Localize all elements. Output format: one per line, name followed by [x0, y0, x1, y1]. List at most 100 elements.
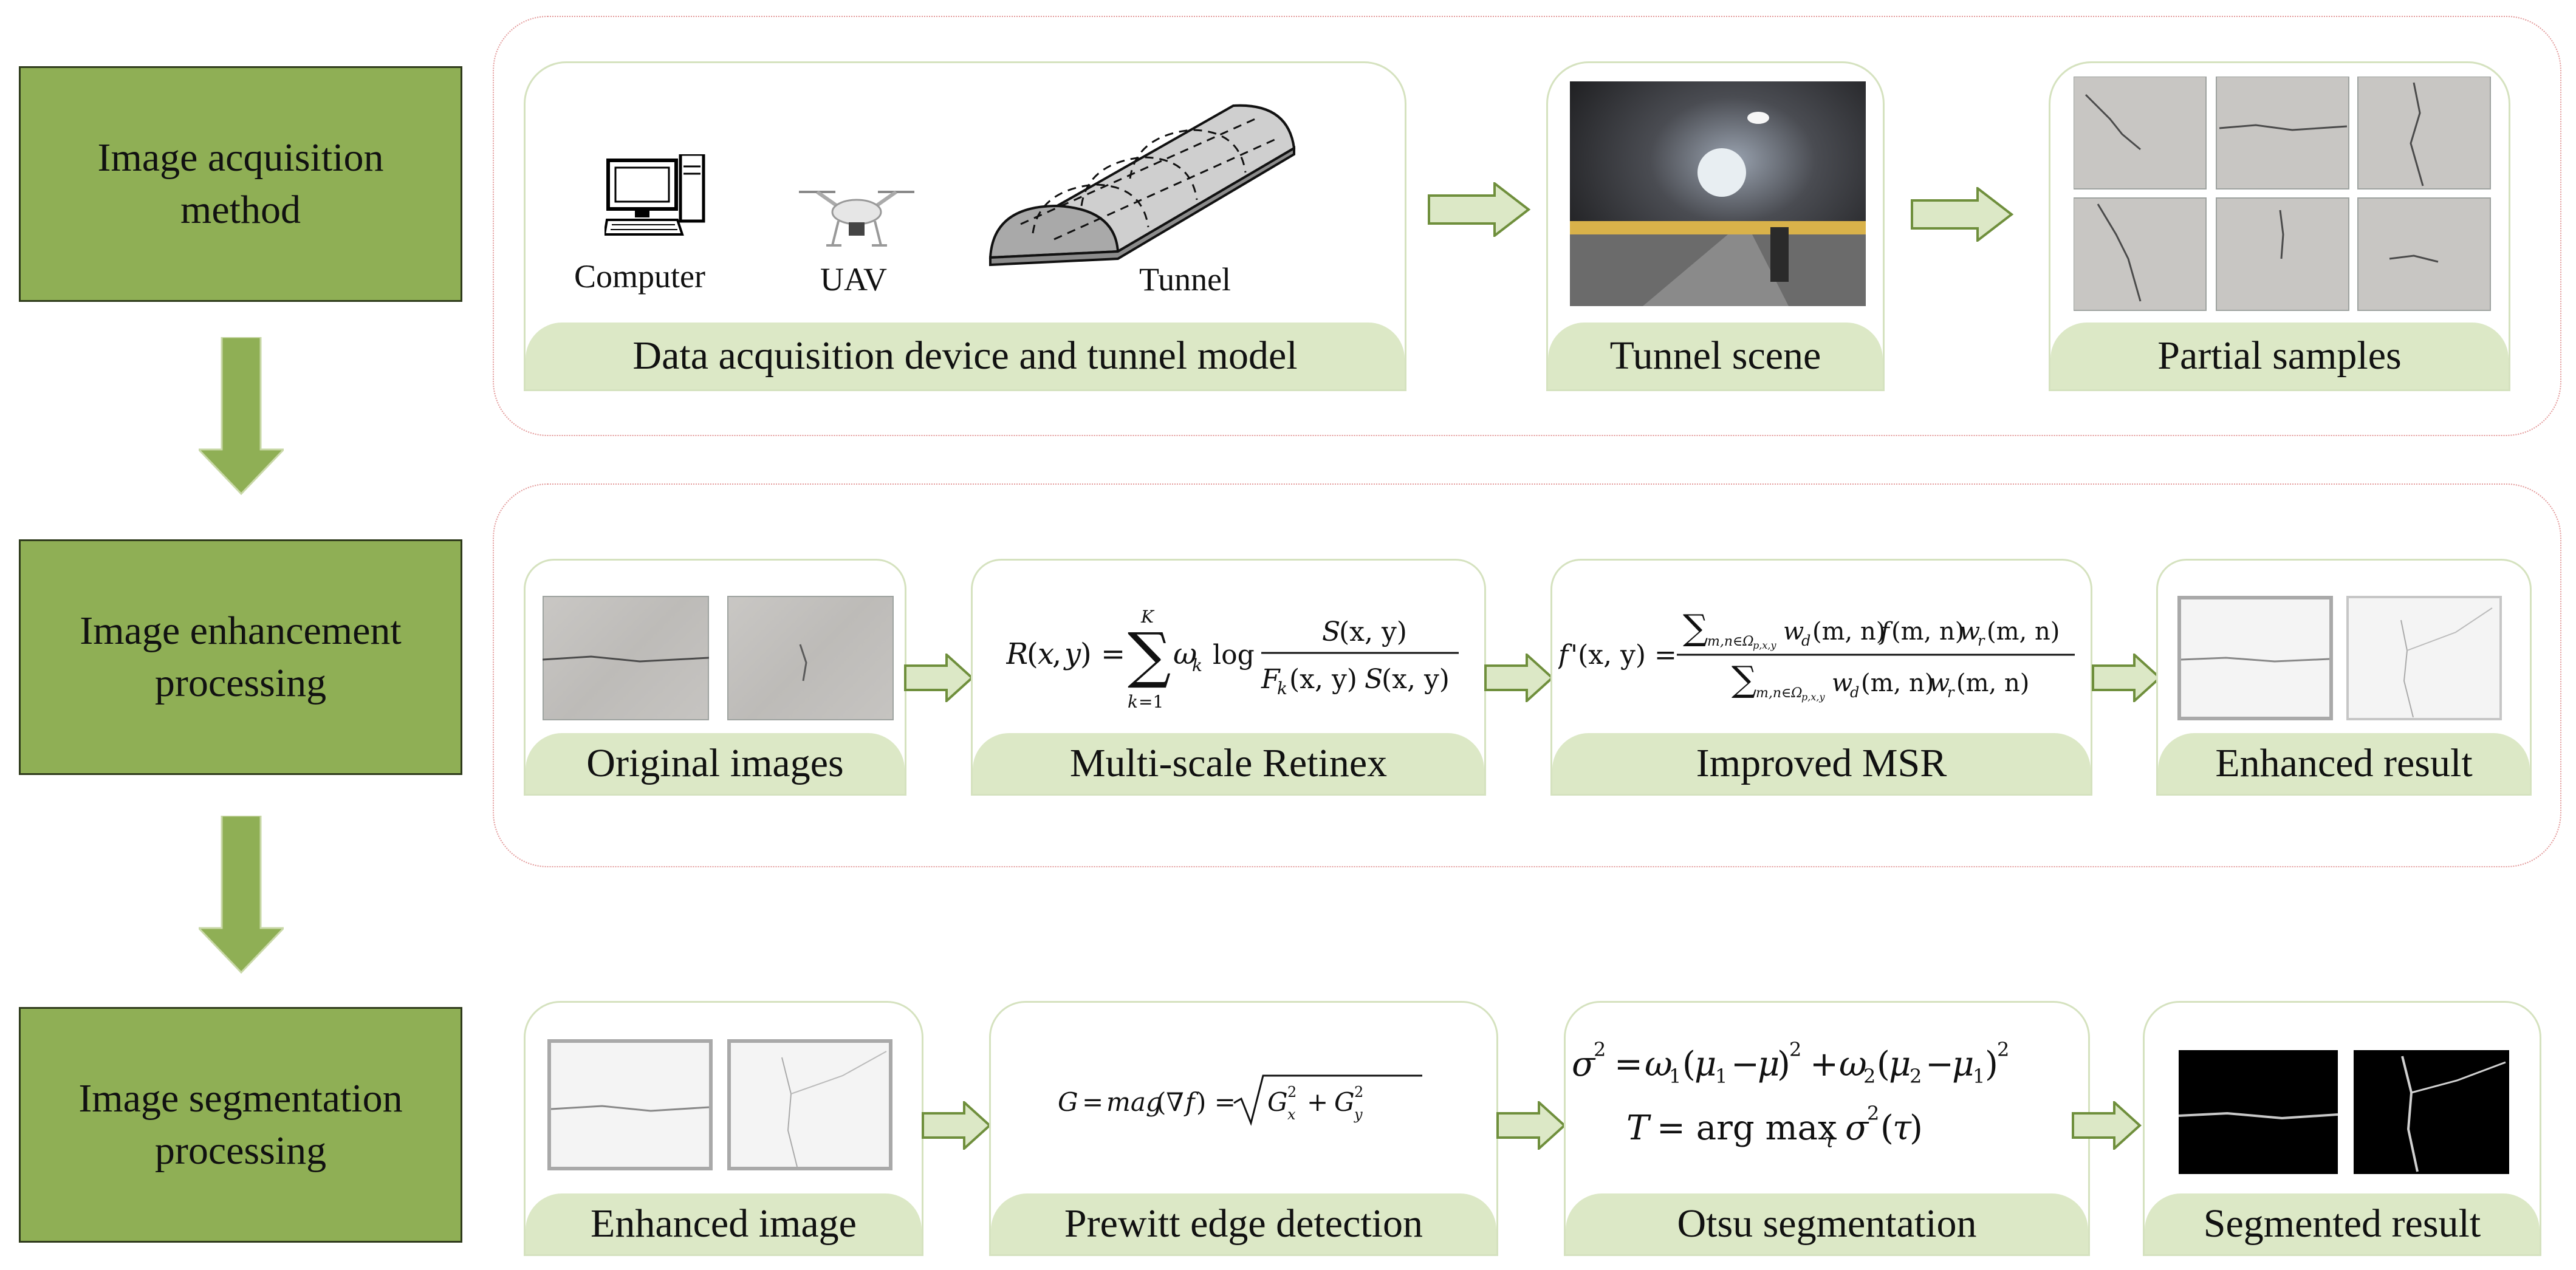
svg-text:G: G	[1267, 1087, 1288, 1117]
svg-text:−: −	[1731, 1045, 1759, 1084]
enhanced-crack-image	[727, 1039, 892, 1170]
svg-text:2: 2	[1863, 1065, 1875, 1088]
stage-label: Image acquisition method	[97, 135, 384, 232]
right-arrow-icon	[1484, 654, 1554, 702]
svg-text:): )	[1777, 1045, 1790, 1084]
enhanced-crack-image	[547, 1039, 713, 1170]
prewitt-formula: G = mag (∇ f ) = G 2 x + G 2 y	[1058, 1074, 1422, 1126]
segmented-crack-image	[2179, 1050, 2338, 1174]
svg-text:): )	[1985, 1045, 1998, 1084]
card-label: Tunnel scene	[1548, 323, 1883, 389]
svg-text:G: G	[1058, 1087, 1078, 1117]
stage-label: Image segmentation processing	[78, 1076, 403, 1173]
card-label: Partial samples	[2050, 323, 2509, 389]
svg-text:T: T	[1626, 1108, 1651, 1148]
card-label: Prewitt edge detection	[991, 1193, 1496, 1254]
card-label: Enhanced image	[526, 1193, 922, 1254]
card-label: Original images	[526, 733, 905, 794]
svg-text:(: (	[1880, 1108, 1894, 1148]
svg-text:p,x,y: p,x,y	[1753, 640, 1776, 651]
svg-text:(x, y): (x, y)	[1382, 664, 1450, 695]
svg-text:−: −	[1925, 1045, 1954, 1084]
svg-text:ω: ω	[1173, 637, 1197, 671]
original-crack-image	[727, 596, 894, 720]
right-arrow-icon	[2072, 1101, 2142, 1150]
svg-text:) =: ) =	[1080, 637, 1125, 671]
svg-text:τ: τ	[1824, 1129, 1835, 1152]
svg-text:y: y	[1063, 637, 1081, 671]
svg-text:k: k	[1128, 692, 1138, 712]
svg-text:2: 2	[1354, 1084, 1363, 1101]
svg-text:2: 2	[1910, 1065, 1922, 1088]
segmented-result-card: Segmented result	[2143, 1001, 2541, 1256]
improved-msr-card: f '(x, y) = ∑ m,n∈Ω p,x,y w d (m, n) f (…	[1550, 559, 2092, 796]
svg-text:2: 2	[1867, 1102, 1879, 1125]
tunnel-scene-photo	[1570, 81, 1866, 306]
down-arrow-icon	[199, 337, 284, 495]
svg-text:r: r	[1947, 684, 1955, 701]
svg-text:log: log	[1213, 640, 1255, 671]
svg-text:μ: μ	[1952, 1045, 1974, 1084]
svg-text:y: y	[1354, 1106, 1363, 1123]
svg-text:=: =	[1082, 1087, 1103, 1117]
svg-text:w: w	[1929, 669, 1950, 697]
svg-text:k: k	[1277, 678, 1287, 698]
svg-text:(m, n): (m, n)	[1987, 618, 2060, 646]
svg-text:p,x,y: p,x,y	[1801, 691, 1825, 703]
svg-text:r: r	[1978, 632, 1985, 649]
uav-label: UAV	[820, 261, 888, 298]
svg-text:(: (	[1027, 637, 1038, 671]
partial-samples-card: Partial samples	[2049, 61, 2510, 391]
svg-text:2: 2	[1594, 1038, 1606, 1061]
svg-text:,: ,	[1052, 637, 1061, 671]
svg-text:S: S	[1322, 616, 1340, 647]
svg-text:1: 1	[1669, 1065, 1681, 1088]
svg-text:'(x, y) =: '(x, y) =	[1571, 640, 1677, 671]
right-arrow-icon	[2092, 654, 2162, 702]
svg-text:σ: σ	[1572, 1045, 1596, 1084]
svg-text:ω: ω	[1839, 1045, 1867, 1084]
card-label: Otsu segmentation	[1566, 1193, 2088, 1254]
svg-text:S: S	[1365, 664, 1383, 695]
svg-text:F: F	[1261, 664, 1281, 695]
right-arrow-icon	[1911, 187, 2014, 242]
svg-text:1: 1	[1715, 1065, 1727, 1088]
crack-line	[2180, 657, 2330, 663]
crack-line	[799, 644, 807, 681]
right-arrow-icon	[904, 654, 974, 702]
computer-icon	[605, 154, 705, 236]
svg-text:+: +	[1307, 1087, 1328, 1117]
svg-text:μ: μ	[1694, 1045, 1716, 1084]
right-arrow-icon	[922, 1101, 992, 1150]
crack-line	[2401, 1056, 2506, 1172]
svg-text:1: 1	[1973, 1065, 1985, 1088]
svg-text:): )	[1910, 1108, 1923, 1148]
crack-line	[2400, 607, 2493, 718]
enhanced-crack-image	[2346, 596, 2502, 720]
svg-text:R: R	[1006, 637, 1028, 671]
svg-text:(∇: (∇	[1156, 1087, 1184, 1117]
svg-text:(m, n): (m, n)	[1956, 669, 2029, 697]
svg-text:σ: σ	[1845, 1108, 1869, 1148]
svg-text:w: w	[1783, 618, 1804, 646]
svg-text:(: (	[1682, 1045, 1696, 1084]
computer-label: Computer	[574, 258, 705, 295]
svg-text:τ: τ	[1893, 1108, 1912, 1148]
svg-text:μ: μ	[1758, 1045, 1780, 1084]
svg-text:m,n∈Ω: m,n∈Ω	[1707, 634, 1754, 649]
svg-text:(x, y): (x, y)	[1289, 664, 1357, 695]
otsu-card: σ 2 = ω 1 ( μ 1 − μ ) 2 + ω 2 ( μ 2 − μ …	[1564, 1001, 2090, 1256]
crack-line	[543, 655, 709, 663]
improved-msr-formula: f '(x, y) = ∑ m,n∈Ω p,x,y w d (m, n) f (…	[1558, 607, 2075, 703]
svg-text:(x, y): (x, y)	[1339, 616, 1407, 647]
svg-text:x: x	[1287, 1106, 1296, 1123]
svg-text:K: K	[1140, 607, 1155, 627]
svg-text:d: d	[1850, 684, 1859, 701]
uav-drone-icon	[799, 190, 914, 247]
tunnel-label: Tunnel	[1139, 261, 1231, 298]
crack-line	[781, 1051, 887, 1167]
svg-text:μ: μ	[1889, 1045, 1911, 1084]
row-frame-acquisition	[493, 16, 2561, 436]
svg-text:) =: ) =	[1196, 1087, 1236, 1117]
stage-image-acquisition: Image acquisition method	[19, 66, 462, 302]
